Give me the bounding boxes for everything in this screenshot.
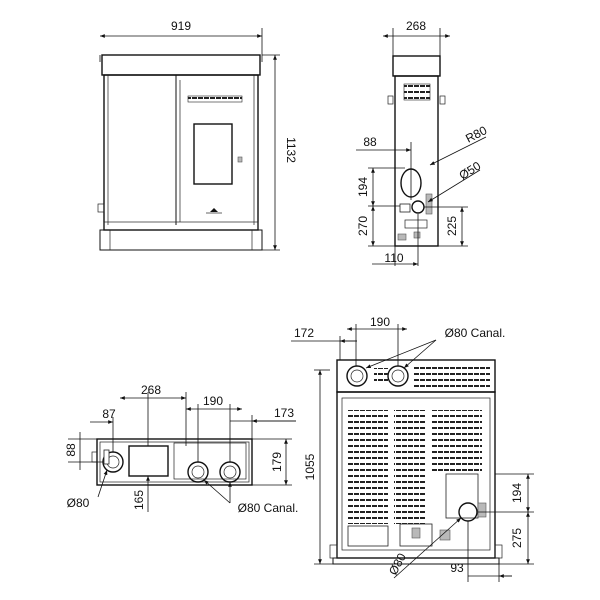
top-view: 268 87 190 173 88 179 165 Ø80 Ø80 Canal. xyxy=(64,383,298,515)
front-base xyxy=(99,229,263,251)
back-height-label: 1055 xyxy=(303,453,317,480)
back-flue-panel xyxy=(445,473,479,519)
top-dim-87-label: 87 xyxy=(102,407,116,421)
top-diameter-label: Ø80 xyxy=(67,496,90,510)
back-view: 172 190 Ø80 Canal. 1055 xyxy=(291,315,534,582)
top-canal-label: Ø80 Canal. xyxy=(238,501,299,515)
side-vent-grille xyxy=(403,83,431,101)
side-depth-label: 268 xyxy=(406,19,426,33)
back-canal-outlet-left xyxy=(346,365,368,387)
top-dim-190-label: 190 xyxy=(203,394,223,408)
top-dim-173-label: 173 xyxy=(274,406,294,420)
front-latch-icon xyxy=(210,208,218,212)
front-height-label: 1132 xyxy=(284,137,298,163)
back-dim-172-label: 172 xyxy=(294,326,314,340)
back-grille-right xyxy=(432,410,482,472)
back-dim-93-label: 93 xyxy=(450,561,464,575)
side-height-225-label: 225 xyxy=(445,216,459,236)
side-top-cap xyxy=(392,55,441,77)
back-canal-outlet-right xyxy=(387,365,409,387)
front-glass-window xyxy=(193,123,233,185)
back-dim-275-label: 275 xyxy=(510,528,524,548)
front-door-handle xyxy=(237,156,243,163)
top-dim-268-label: 268 xyxy=(141,383,161,397)
top-dim-88-label: 88 xyxy=(64,443,78,457)
side-view: 268 88 R80 Ø50 194 270 225 110 xyxy=(356,19,489,266)
back-dim-190-label: 190 xyxy=(370,315,390,329)
top-dim-179-label: 179 xyxy=(270,452,284,472)
front-width-label: 919 xyxy=(171,19,191,33)
back-base xyxy=(332,557,500,565)
top-dim-165-label: 165 xyxy=(132,490,146,510)
back-grille-center xyxy=(394,410,426,524)
back-grille-left xyxy=(348,410,388,524)
side-height-194-label: 194 xyxy=(356,177,370,197)
front-view: 919 1132 xyxy=(97,19,298,251)
side-offset-label: 88 xyxy=(363,135,377,149)
front-top-vent xyxy=(187,95,243,103)
side-bottom-offset-label: 110 xyxy=(384,251,403,265)
side-flue-outlet xyxy=(411,200,425,214)
back-top-vent-center xyxy=(374,368,388,384)
side-flue-diameter-label: Ø50 xyxy=(457,158,484,182)
top-hopper-lid xyxy=(128,445,169,477)
back-top-vent-right xyxy=(414,366,490,388)
side-body xyxy=(394,75,439,247)
front-top-cap xyxy=(101,54,261,76)
side-height-270-label: 270 xyxy=(356,216,370,236)
back-canal-label: Ø80 Canal. xyxy=(445,326,506,340)
back-dim-194-label: 194 xyxy=(510,483,524,503)
